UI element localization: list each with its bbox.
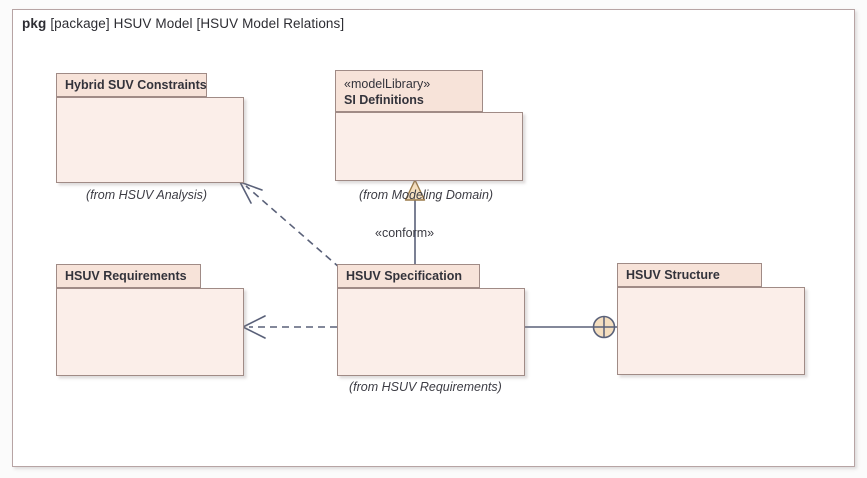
package-hsuv-structure[interactable]: HSUV Structure (617, 263, 805, 375)
package-hsuv-specification[interactable]: HSUV Specification (337, 264, 525, 376)
diagram-frame-header: pkg[package] HSUV Model [HSUV Model Rela… (12, 9, 370, 36)
diagram-frame-keyword: pkg (22, 15, 47, 31)
dependency-edge-constraints (245, 185, 341, 269)
package-body-si-definitions (335, 112, 523, 181)
diagram-frame-title: pkg[package] HSUV Model [HSUV Model Rela… (22, 16, 344, 31)
package-body-hsuv-structure (617, 287, 805, 375)
package-hybrid-suv-constraints[interactable]: Hybrid SUV Constraints (56, 73, 244, 183)
package-from-si-definitions: (from Modeling Domain) (359, 188, 494, 202)
package-from-hybrid-suv-constraints: (from HSUV Analysis) (86, 188, 208, 202)
package-header-hybrid-suv-constraints: Hybrid SUV Constraints (56, 73, 207, 97)
package-name-hsuv-requirements: HSUV Requirements (65, 268, 187, 283)
dependency-arrowhead-constraints (239, 181, 263, 204)
conform-edge-label: «conform» (375, 226, 435, 240)
diagram-frame-title-text: [package] HSUV Model [HSUV Model Relatio… (50, 15, 345, 31)
package-header-hsuv-structure: HSUV Structure (617, 263, 762, 287)
package-name-hsuv-structure: HSUV Structure (626, 267, 720, 282)
package-body-hybrid-suv-constraints (56, 97, 244, 183)
dependency-arrowhead-requirements (242, 315, 266, 339)
package-from-hsuv-specification: (from HSUV Requirements) (349, 380, 502, 394)
package-si-definitions[interactable]: «modelLibrary» SI Definitions (335, 70, 523, 181)
package-name-hybrid-suv-constraints: Hybrid SUV Constraints (65, 77, 207, 92)
package-body-hsuv-requirements (56, 288, 244, 376)
conform-arrowhead-triangle (404, 179, 426, 201)
package-stereotype-si-definitions: «modelLibrary» (344, 76, 431, 91)
package-name-si-definitions: SI Definitions (344, 92, 424, 107)
package-hsuv-requirements[interactable]: HSUV Requirements (56, 264, 244, 376)
package-name-hsuv-specification: HSUV Specification (346, 268, 462, 283)
package-header-hsuv-requirements: HSUV Requirements (56, 264, 201, 288)
package-header-si-definitions: «modelLibrary» SI Definitions (335, 70, 483, 112)
package-header-hsuv-specification: HSUV Specification (337, 264, 480, 288)
package-body-hsuv-specification (337, 288, 525, 376)
